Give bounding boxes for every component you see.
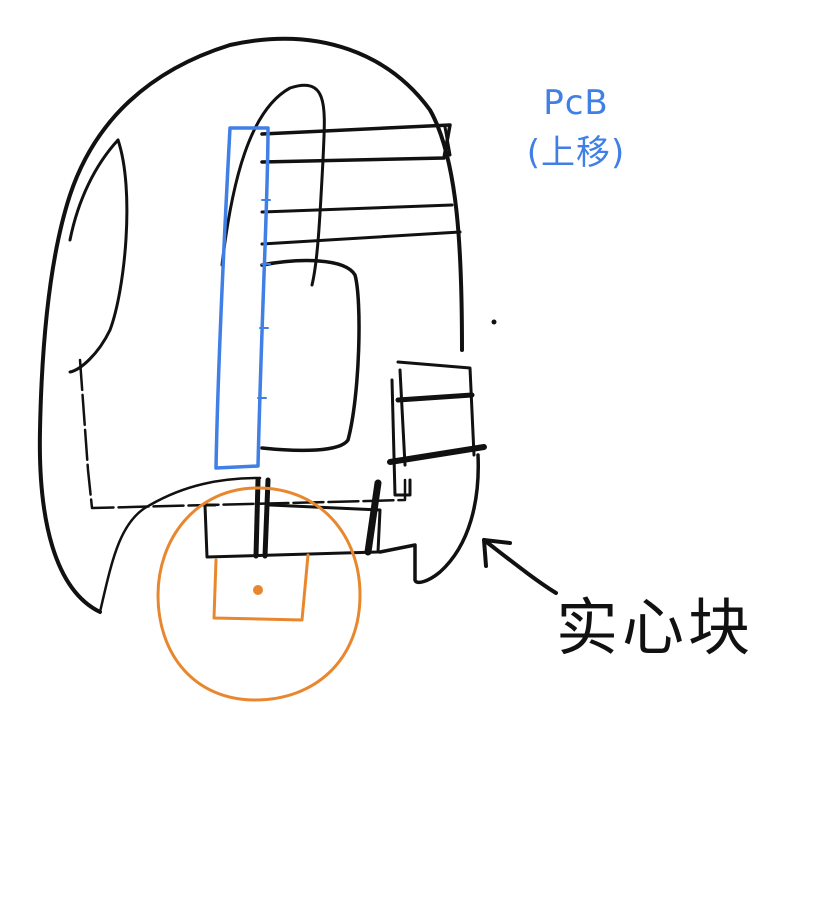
arrow-head bbox=[482, 538, 512, 568]
solid-block-band-2 bbox=[387, 444, 487, 465]
strut-left-b bbox=[262, 477, 271, 559]
pcb-label: PcB (上移) bbox=[486, 78, 666, 178]
strut-right bbox=[364, 479, 382, 556]
top-tray bbox=[260, 123, 452, 164]
left-panel bbox=[68, 138, 129, 374]
left-panel-back bbox=[68, 138, 120, 242]
chassis-plate bbox=[203, 503, 382, 559]
cable-loop bbox=[220, 83, 326, 287]
middle-rail-lower bbox=[260, 230, 462, 246]
wheel-circle bbox=[156, 486, 362, 702]
inner-right-post bbox=[390, 378, 412, 497]
middle-rail bbox=[260, 203, 454, 214]
pcb-label-line2: (上移) bbox=[526, 133, 626, 173]
top-tray-side bbox=[443, 125, 452, 157]
pcb-ticks bbox=[257, 199, 271, 399]
axle-dot bbox=[253, 585, 263, 595]
pcb-label-line1: PcB bbox=[543, 83, 609, 123]
solid-block-top bbox=[396, 360, 476, 457]
strut-left-a bbox=[253, 477, 261, 559]
inner-dashed-outline bbox=[78, 358, 407, 510]
battery-box bbox=[260, 258, 361, 453]
rear-curve bbox=[98, 476, 262, 614]
solid-block-inner bbox=[398, 368, 407, 467]
arrow-line bbox=[482, 538, 558, 595]
pcb-board bbox=[214, 126, 270, 470]
solid-block-band-1 bbox=[395, 392, 475, 403]
stray-dot bbox=[491, 319, 497, 325]
wheel-hub bbox=[212, 553, 310, 622]
outer-shell bbox=[37, 36, 464, 614]
solid-block-outer bbox=[378, 453, 480, 585]
solid-block-label: 实心块 bbox=[556, 591, 755, 664]
